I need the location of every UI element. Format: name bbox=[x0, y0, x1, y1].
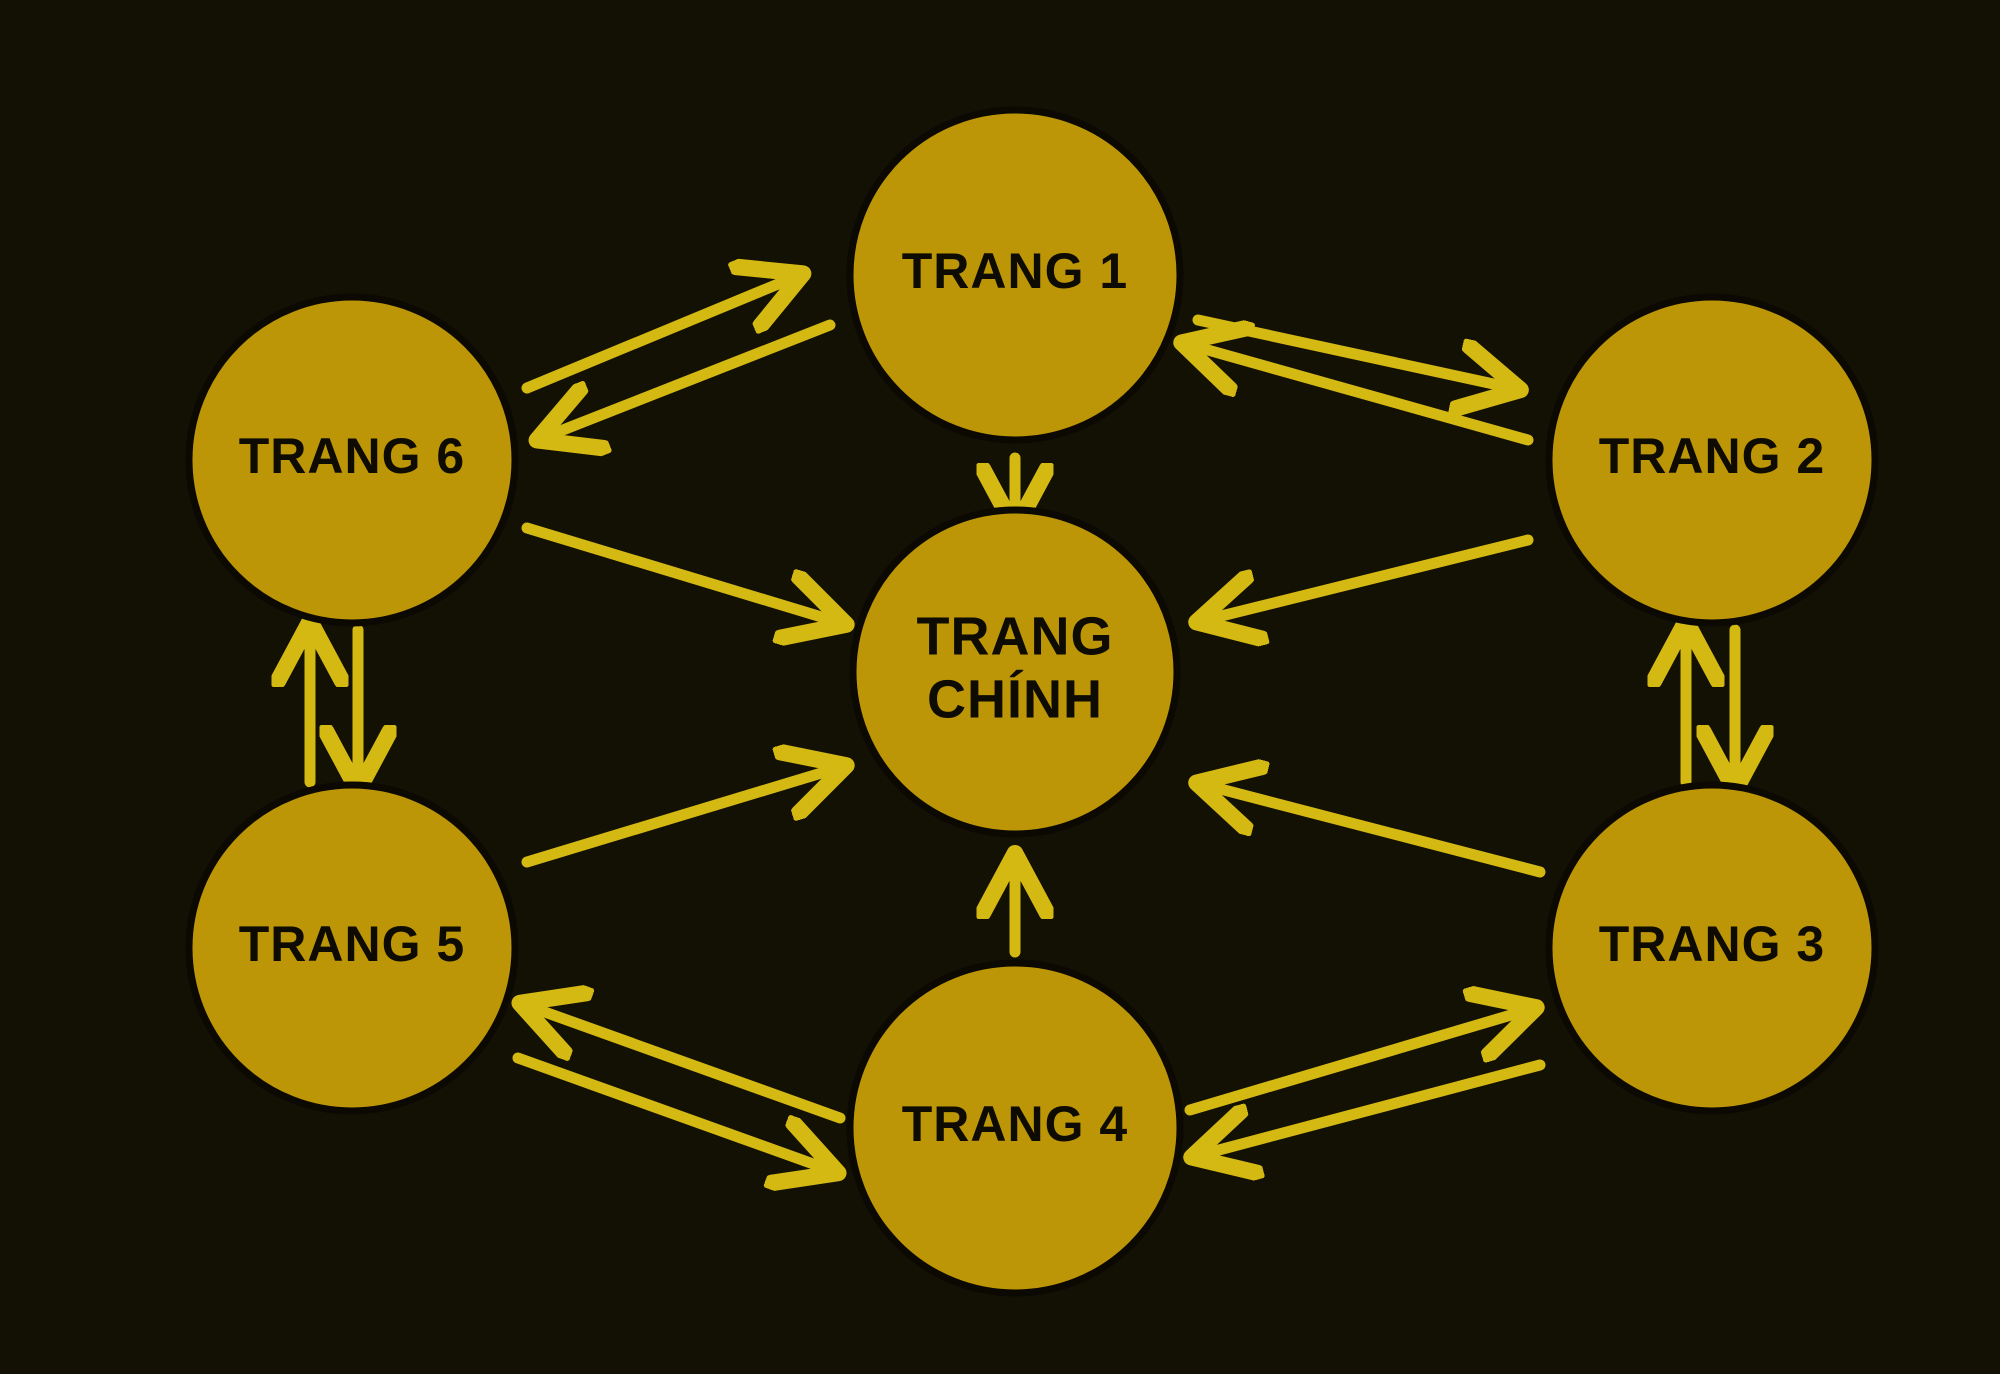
node-circle-trang4[interactable] bbox=[846, 959, 1184, 1297]
node-circle-trang5[interactable] bbox=[185, 781, 519, 1115]
node-circle-trang3[interactable] bbox=[1545, 781, 1879, 1115]
edge-trang6-to-trang1 bbox=[521, 277, 795, 394]
edge-trang5-to-trang4 bbox=[512, 1052, 830, 1170]
arrow-line bbox=[521, 768, 838, 868]
edge-trang2-to-center bbox=[1205, 534, 1534, 620]
arrow-line bbox=[1184, 1010, 1528, 1116]
node-circle-trang2[interactable] bbox=[1545, 293, 1879, 627]
edge-trang4-to-trang5 bbox=[528, 1006, 846, 1124]
arrow-line bbox=[521, 522, 838, 622]
edge-trang3-to-center bbox=[1205, 785, 1546, 878]
node-trang4[interactable]: TRANG 4 bbox=[846, 959, 1184, 1297]
arrow-line bbox=[545, 319, 836, 437]
node-trang2[interactable]: TRANG 2 bbox=[1545, 293, 1879, 627]
node-trang3[interactable]: TRANG 3 bbox=[1545, 781, 1879, 1115]
edges-layer bbox=[310, 277, 1735, 1170]
arrow-line bbox=[1205, 785, 1546, 878]
arrow-line bbox=[1190, 345, 1534, 446]
node-trang1[interactable]: TRANG 1 bbox=[846, 106, 1184, 444]
edge-trang5-to-center bbox=[521, 768, 838, 868]
node-circle-trang1[interactable] bbox=[846, 106, 1184, 444]
arrow-line bbox=[521, 277, 795, 394]
arrow-line bbox=[1205, 534, 1534, 620]
edge-trang2-to-trang1 bbox=[1190, 345, 1534, 446]
node-circle-center[interactable] bbox=[849, 506, 1181, 838]
arrow-line bbox=[528, 1006, 846, 1124]
node-trang6[interactable]: TRANG 6 bbox=[185, 293, 519, 627]
arrow-line bbox=[1200, 1059, 1546, 1155]
node-trang5[interactable]: TRANG 5 bbox=[185, 781, 519, 1115]
edge-trang4-to-trang3 bbox=[1184, 1010, 1528, 1116]
node-circle-trang6[interactable] bbox=[185, 293, 519, 627]
edge-trang6-to-center bbox=[521, 522, 838, 622]
arrow-line bbox=[512, 1052, 830, 1170]
edge-trang3-to-trang4 bbox=[1200, 1059, 1546, 1155]
edge-trang1-to-trang6 bbox=[545, 319, 836, 437]
